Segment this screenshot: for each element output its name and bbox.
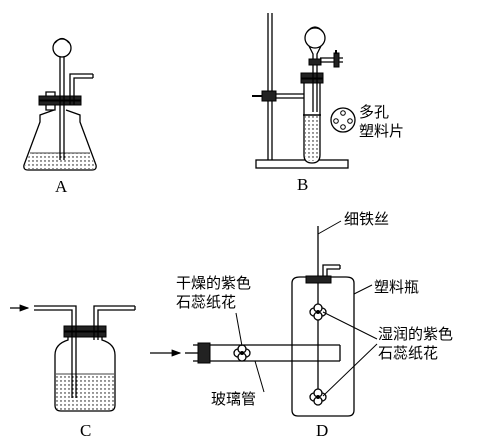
label-wet-flower-line1: 湿润的紫色 (378, 325, 453, 343)
label-porous-plate-line1: 多孔 (359, 103, 389, 121)
caption-b: B (297, 175, 308, 194)
label-wet-flower-line2: 石蕊纸花 (378, 344, 438, 362)
wet-paper-flower-top (309, 303, 327, 321)
label-fine-iron-wire: 细铁丝 (344, 210, 389, 228)
apparatus-d (150, 220, 378, 417)
label-glass-tube: 玻璃管 (211, 390, 256, 408)
dry-paper-flower (233, 344, 251, 362)
caption-a: A (55, 177, 68, 196)
label-dry-flower-line2: 石蕊纸花 (176, 293, 236, 311)
caption-d: D (316, 421, 328, 440)
apparatus-c (10, 304, 136, 412)
label-dry-flower-line1: 干燥的紫色 (176, 274, 251, 292)
label-porous-plate-line2: 塑料片 (359, 122, 404, 140)
label-plastic-bottle: 塑料瓶 (374, 278, 419, 296)
apparatus-b (252, 13, 356, 169)
apparatus-a (23, 37, 97, 171)
caption-c: C (80, 421, 91, 440)
